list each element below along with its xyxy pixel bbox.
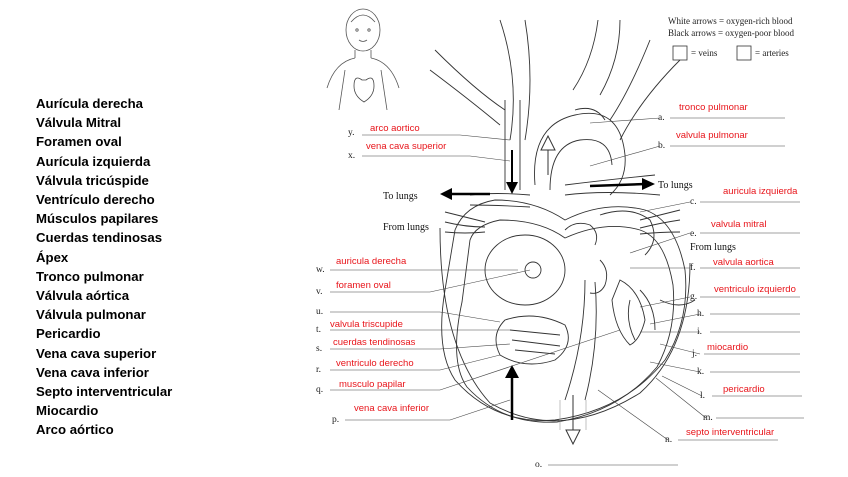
word-bank-item: Músculos papilares [36, 211, 159, 227]
arrow-right-icon [589, 182, 646, 188]
answer-y: arco aortico [370, 123, 420, 134]
answer-r: ventriculo derecho [336, 358, 414, 369]
answer-e: valvula mitral [711, 219, 766, 230]
letter-y: y. [348, 128, 355, 138]
word-bank-item: Miocardio [36, 403, 99, 419]
letter-p: p. [332, 415, 339, 425]
leader-lines [330, 117, 804, 466]
arteries-key-box [736, 45, 752, 61]
letter-r: r. [316, 365, 321, 375]
word-bank: Aurícula derecha Válvula Mitral Foramen … [36, 94, 172, 440]
answer-s: cuerdas tendinosas [333, 337, 416, 348]
letter-k: k. [697, 367, 704, 377]
legend-arteries: = arteries [755, 48, 789, 58]
answer-c: auricula izquierda [723, 186, 798, 197]
letter-i: i. [697, 327, 702, 337]
letter-b: b. [658, 141, 665, 151]
letter-l: l. [700, 391, 705, 401]
answer-v: foramen oval [336, 280, 391, 291]
letter-h: h. [697, 309, 704, 319]
word-bank-item: Septo interventricular [36, 384, 173, 400]
word-bank-item: Aurícula izquierda [36, 153, 151, 169]
word-bank-item: Vena cava inferior [36, 364, 149, 380]
to-lungs-right-label: To lungs [658, 180, 693, 191]
word-bank-item: Foramen oval [36, 134, 122, 150]
answer-q: musculo papilar [339, 379, 406, 390]
answer-p: vena cava inferior [354, 403, 429, 414]
to-lungs-left-label: To lungs [383, 191, 418, 202]
letter-o: o. [535, 460, 542, 470]
answer-j: miocardio [707, 342, 748, 353]
word-bank-item: Ápex [36, 249, 69, 265]
answers: tronco pulmonar valvula pulmonar auricul… [330, 102, 798, 438]
word-bank-item: Tronco pulmonar [36, 268, 144, 284]
word-bank-item: Arco aórtico [36, 422, 114, 438]
letter-a: a. [658, 113, 665, 123]
letter-t: t. [316, 325, 321, 335]
letter-q: q. [316, 385, 323, 395]
answer-n: septo interventricular [686, 427, 774, 438]
letter-labels: a. b. c. e. f. g. h. i. j. k. l. m. n. o… [316, 113, 713, 470]
flow-arrows [440, 134, 681, 446]
word-bank-item: Válvula aórtica [36, 288, 130, 304]
word-bank-item: Cuerdas tendinosas [36, 230, 163, 246]
heart-illustration [429, 19, 696, 423]
letter-g: g. [690, 292, 697, 302]
letter-v: v. [316, 287, 323, 297]
legend-line-1: White arrows = oxygen-rich blood [668, 16, 793, 26]
answer-x: vena cava superior [366, 141, 446, 152]
word-bank-item: Válvula Mitral [36, 115, 122, 131]
arrow-head-icon [506, 182, 518, 194]
word-bank-item: Ventrículo derecho [36, 192, 155, 208]
answer-l: pericardio [723, 384, 765, 395]
word-bank-item: Vena cava superior [36, 345, 157, 361]
from-lungs-right-label: From lungs [690, 242, 736, 253]
word-bank-item: Aurícula derecha [36, 96, 144, 111]
letter-j: j. [691, 349, 697, 359]
word-bank-item: Válvula pulmonar [36, 307, 146, 323]
answer-w: auricula derecha [336, 256, 407, 267]
letter-s: s. [316, 344, 322, 354]
person-outline-icon [326, 8, 400, 111]
letter-x: x. [348, 151, 355, 161]
letter-w: w. [316, 265, 325, 275]
answer-t: valvula triscupide [330, 319, 403, 330]
answer-g: ventriculo izquierdo [714, 284, 796, 295]
letter-e: e. [690, 229, 697, 239]
answer-a: tronco pulmonar [679, 102, 748, 113]
legend-veins: = veins [691, 48, 718, 58]
answer-f: valvula aortica [713, 257, 774, 268]
letter-u: u. [316, 307, 323, 317]
legend: White arrows = oxygen-rich blood Black a… [668, 16, 795, 61]
letter-c: c. [690, 197, 697, 207]
veins-key-box [672, 45, 688, 61]
legend-line-2: Black arrows = oxygen-poor blood [668, 28, 795, 38]
from-lungs-left-label: From lungs [383, 222, 429, 233]
word-bank-item: Válvula tricúspide [36, 172, 149, 188]
answer-b: valvula pulmonar [676, 130, 748, 141]
letter-m: m. [703, 413, 713, 423]
word-bank-item: Pericardio [36, 326, 101, 342]
letter-f: f. [690, 262, 696, 273]
letter-n: n. [665, 435, 672, 445]
